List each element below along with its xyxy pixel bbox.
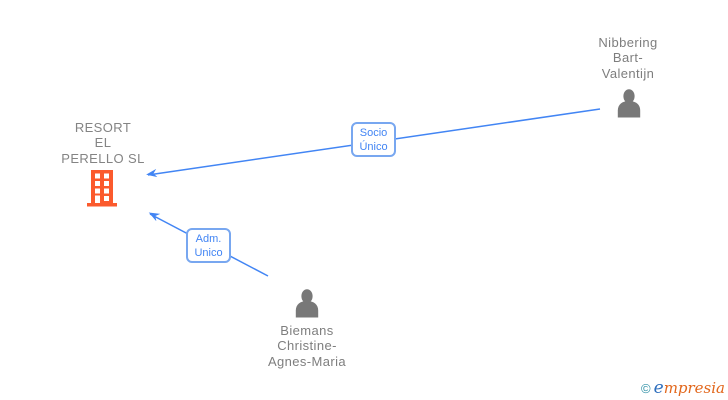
person-icon-biemans[interactable] [292,288,322,323]
company-name-line: RESORT [74,120,132,135]
person-name-line: Valentijn [601,65,655,81]
person-name-line: Agnes-Maria [267,353,347,369]
person-name-line: Nibbering [598,35,658,50]
person-name-nibbering[interactable]: Nibbering Bart- Valentijn [553,35,703,81]
relation-label-line: Adm. [195,232,222,245]
brand-wordmark: empresia [654,378,725,398]
empresia-logo[interactable]: © empresia [641,378,725,398]
relation-label-line: Único [359,140,388,153]
brand-letter-e: e [653,378,664,398]
relation-label-line: Socio [359,126,388,139]
company-name-line: PERELLO SL [61,150,145,166]
company-name-line: EL [94,135,112,151]
relation-label-adm-unico: Adm. Unico [186,228,231,263]
person-icon-nibbering[interactable] [614,88,644,123]
person-name-line: Bart- [612,50,644,66]
brand-rest: mpresia [663,379,725,397]
relation-label-line: Unico [194,246,223,259]
person-name-line: Biemans [280,323,334,338]
relation-label-socio-unico: Socio Único [351,122,396,157]
person-name-line: Christine- [277,338,337,354]
building-icon[interactable] [87,169,117,212]
company-name-resort-el-perello[interactable]: RESORT EL PERELLO SL [28,120,178,166]
person-name-biemans[interactable]: Biemans Christine- Agnes-Maria [232,323,382,369]
copyright-icon: © [641,381,651,396]
